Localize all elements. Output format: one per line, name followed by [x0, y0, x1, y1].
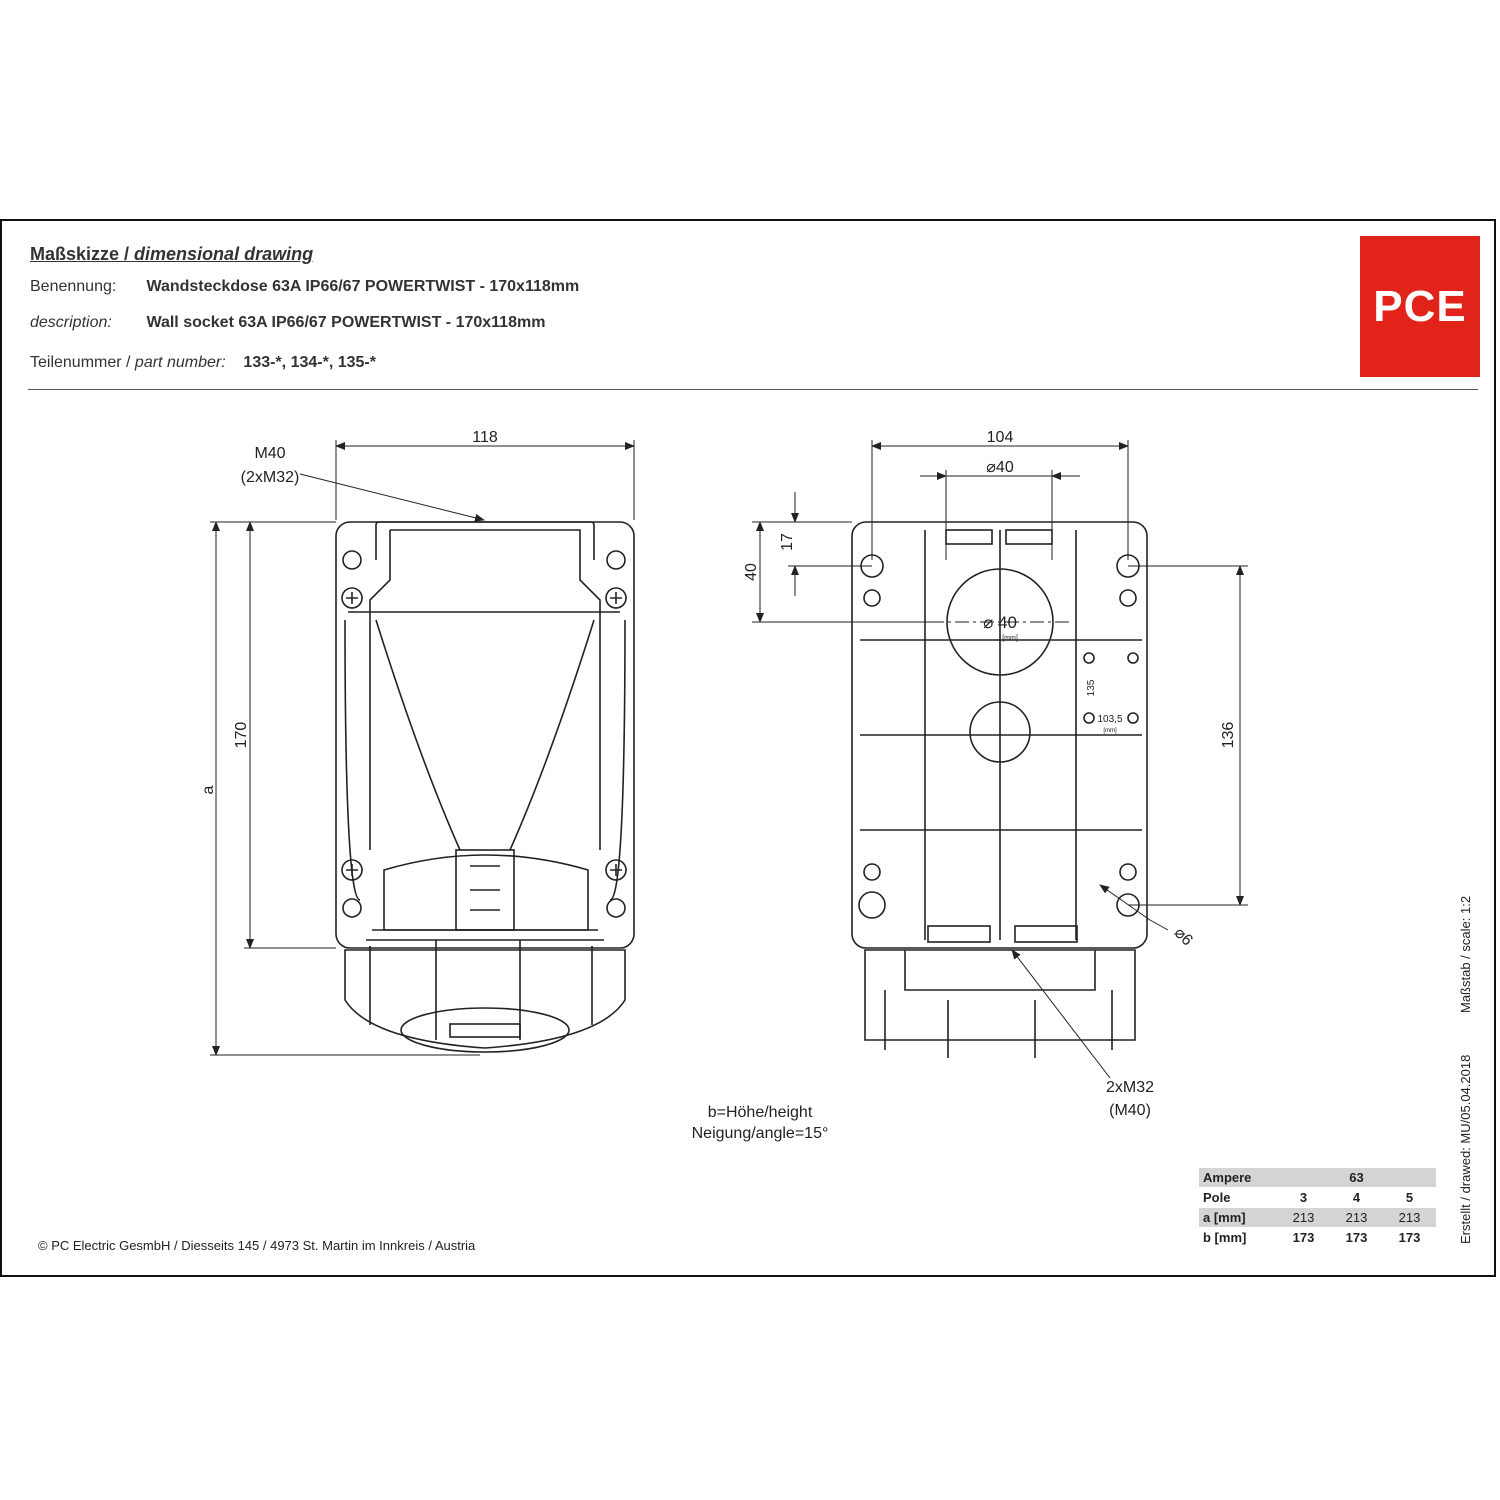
dim-a: a	[200, 785, 217, 794]
table-row: Pole 3 4 5	[1199, 1187, 1436, 1208]
drawn-by: Erstellt / drawed: MU/05.04.2018	[1458, 1054, 1473, 1244]
partnumber-row: Teilenummer / part number: 133-*, 134-*,…	[30, 354, 376, 371]
dim-40: 40	[743, 563, 760, 581]
height-angle-note: b=Höhe/height Neigung/angle=15°	[691, 1104, 829, 1142]
spec-table: Ampere 63 Pole 3 4 5 a [mm] 213 213 213 …	[1199, 1168, 1436, 1248]
thread-top-label: M40	[254, 445, 285, 462]
pce-logo: PCE	[1360, 236, 1480, 377]
dim-dia-6: ⌀6	[1171, 924, 1196, 949]
benennung-row: Benennung: Wandsteckdose 63A IP66/67 POW…	[30, 278, 580, 295]
copyright: © PC Electric GesmbH / Diesseits 145 / 4…	[38, 1238, 476, 1253]
header-divider	[28, 389, 1478, 390]
dim-136: 136	[1220, 722, 1237, 749]
unit-mm-side: [mm]	[1103, 728, 1117, 734]
dim-dia-40-center: ⌀ 40	[983, 613, 1017, 632]
thread-bottom-label: 2xM32	[1106, 1079, 1154, 1096]
dim-135: 135	[1086, 679, 1097, 696]
description-row: description: Wall socket 63A IP66/67 POW…	[30, 314, 546, 331]
thread-bottom-alt-label: (M40)	[1109, 1102, 1151, 1119]
dim-170: 170	[233, 722, 250, 749]
dim-104: 104	[987, 429, 1014, 446]
dim-dia-40-top: ⌀40	[986, 459, 1014, 476]
dim-118: 118	[472, 429, 498, 446]
dim-103-5: 103,5	[1097, 714, 1122, 725]
table-row: b [mm] 173 173 173	[1199, 1227, 1436, 1248]
drawing-title: Maßskizze / dimensional drawing	[30, 244, 314, 264]
unit-mm-center: [mm]	[1002, 635, 1018, 642]
dim-17: 17	[779, 533, 796, 551]
table-row: Ampere 63	[1199, 1168, 1436, 1188]
table-row: a [mm] 213 213 213	[1199, 1207, 1436, 1228]
thread-top-alt-label: (2xM32)	[241, 469, 300, 486]
drawing-frame	[0, 219, 1496, 1277]
scale: Maßstab / scale: 1:2	[1458, 895, 1473, 1013]
front-view	[335, 521, 635, 1053]
